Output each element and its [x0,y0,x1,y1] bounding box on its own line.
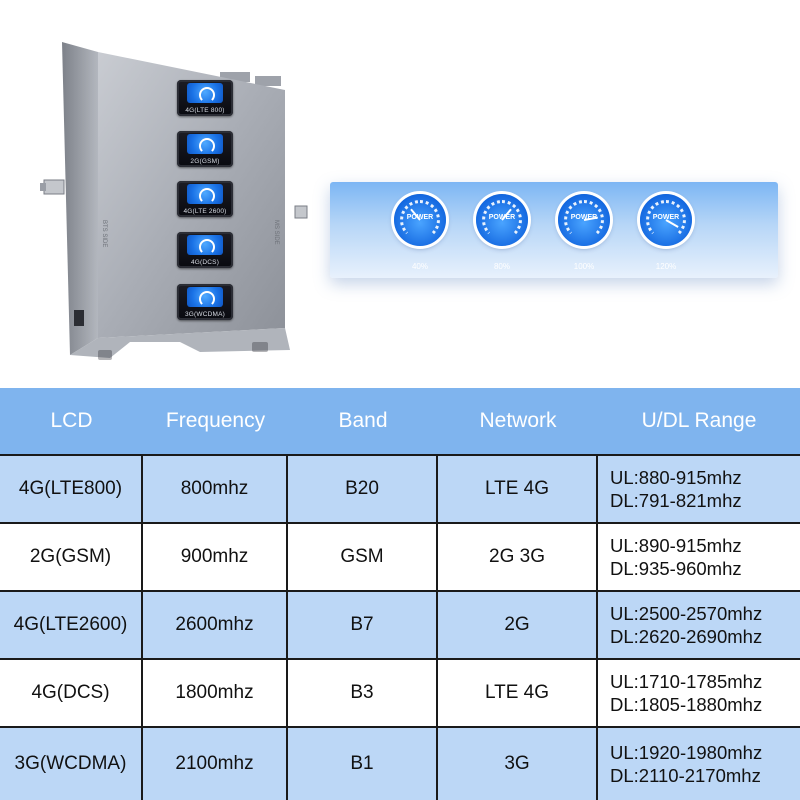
cell-range: UL:2500-2570mhz DL:2620-2690mhz [598,592,800,658]
cell-network: LTE 4G [438,456,598,522]
cell-lcd: 2G(GSM) [0,524,143,590]
cell-range: UL:1920-1980mhz DL:2110-2170mhz [598,728,800,800]
uplink-range: UL:880-915mhz [610,467,742,488]
column-header-frequency: Frequency [165,409,266,432]
svg-text:MS SIDE: MS SIDE [273,220,279,245]
column-header-band: Band [338,409,388,432]
downlink-range: DL:935-960mhz [610,558,742,579]
cell-lcd: 4G(DCS) [0,660,143,726]
power-percent-label: 80% [493,262,510,271]
gauge-text: POWER [570,214,598,221]
cell-band: B3 [288,660,438,726]
cell-frequency: 1800mhz [143,660,288,726]
cell-band: GSM [288,524,438,590]
column-header-lcd: LCD [50,409,93,432]
column-header-range: U/DL Range [641,409,757,432]
lcd-label: 4G(LTE 2600) [183,208,227,215]
table-row: 4G(LTE800) 800mhz B20 LTE 4G UL:880-915m… [0,456,800,522]
gauge-text: POWER [652,214,680,221]
lcd-panel-dcs: 4G(DCS) [177,232,233,268]
uplink-range: UL:890-915mhz [610,535,742,556]
lcd-label: 2G(GSM) [190,158,220,165]
downlink-range: DL:791-821mhz [610,490,742,511]
power-gauge-100-icon: POWER [558,194,610,246]
power-gauge-icon [187,83,223,103]
cell-lcd: 4G(LTE800) [0,456,143,522]
cell-network: 2G [438,592,598,658]
lcd-label: 3G(WCDMA) [184,311,226,318]
power-gauge-icon [187,184,223,204]
table-row: 3G(WCDMA) 2100mhz B1 3G UL:1920-1980mhz … [0,728,800,800]
downlink-range: DL:2620-2690mhz [610,626,763,647]
cell-network: LTE 4G [438,660,598,726]
cell-lcd: 3G(WCDMA) [0,728,143,800]
table-row: 2G(GSM) 900mhz GSM 2G 3G UL:890-915mhz D… [0,524,800,590]
cell-frequency: 2600mhz [143,592,288,658]
cell-frequency: 800mhz [143,456,288,522]
cell-range: UL:880-915mhz DL:791-821mhz [598,456,800,522]
lcd-panel-gsm: 2G(GSM) [177,131,233,167]
power-gauge-icon [187,134,223,154]
table-row: 4G(LTE2600) 2600mhz B7 2G UL:2500-2570mh… [0,592,800,658]
uplink-range: UL:2500-2570mhz [610,603,763,624]
signal-booster-image: BTS SIDE MS SIDE 4G(LTE 800) 2G(GSM) 4G(… [40,20,330,380]
cell-band: B20 [288,456,438,522]
lcd-panel-lte800: 4G(LTE 800) [177,80,233,116]
power-gauge-icon [187,235,223,255]
uplink-range: UL:1920-1980mhz [610,742,763,763]
lcd-label: 4G(LTE 800) [185,107,225,114]
cell-frequency: 900mhz [143,524,288,590]
power-percent-label: 100% [573,262,595,271]
power-gauge-120-icon: POWER [640,194,692,246]
cell-range: UL:1710-1785mhz DL:1805-1880mhz [598,660,800,726]
cell-frequency: 2100mhz [143,728,288,800]
lcd-label: 4G(DCS) [190,259,220,266]
downlink-range: DL:1805-1880mhz [610,694,763,715]
lcd-panel-lte2600: 4G(LTE 2600) [177,181,233,217]
table-header-row: LCD Frequency Band Network U/DL Range [0,388,800,454]
downlink-range: DL:2110-2170mhz [610,765,761,786]
lcd-panel-wcdma: 3G(WCDMA) [177,284,233,320]
cell-network: 3G [438,728,598,800]
power-percent-label: 40% [411,262,428,271]
cell-range: UL:890-915mhz DL:935-960mhz [598,524,800,590]
power-level-banner: POWER 40% POWER 80% POWER 100% POWER 120… [330,182,778,278]
cell-band: B7 [288,592,438,658]
gauge-text: POWER [406,214,434,221]
power-gauge-icon [187,287,223,307]
cell-band: B1 [288,728,438,800]
power-percent-label: 120% [655,262,677,271]
table-row: 4G(DCS) 1800mhz B3 LTE 4G UL:1710-1785mh… [0,660,800,726]
cell-lcd: 4G(LTE2600) [0,592,143,658]
uplink-range: UL:1710-1785mhz [610,671,763,692]
spec-table: LCD Frequency Band Network U/DL Range 4G… [0,388,800,800]
svg-text:BTS SIDE: BTS SIDE [101,220,107,247]
gauge-text: POWER [488,214,516,221]
column-header-network: Network [479,409,557,432]
power-gauge-40-icon: POWER [394,194,446,246]
cell-network: 2G 3G [438,524,598,590]
power-gauge-80-icon: POWER [476,194,528,246]
